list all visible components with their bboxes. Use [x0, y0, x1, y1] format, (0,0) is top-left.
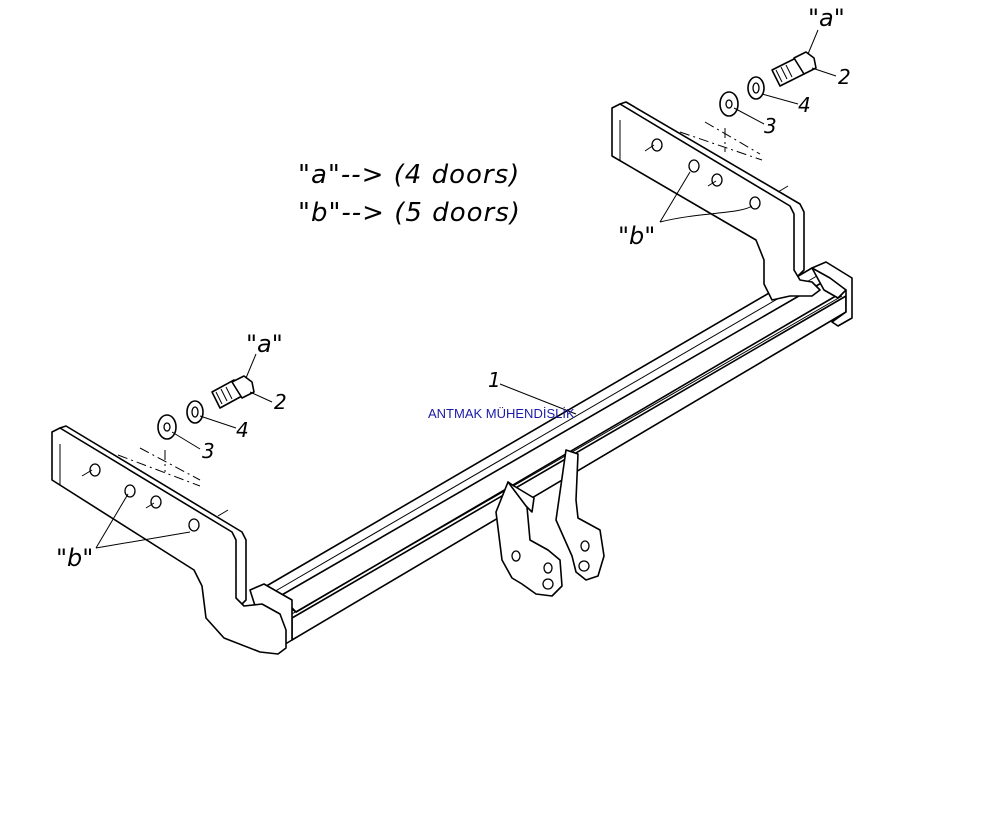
- label-b-left: "b": [56, 544, 93, 572]
- door-legend: "a"--> (4 doors) "b"--> (5 doors): [298, 160, 521, 228]
- part-3-label-right: 3: [764, 114, 777, 138]
- label-b-right: "b": [618, 222, 655, 250]
- right-fasteners: [719, 51, 817, 117]
- bolt-icon: [211, 375, 255, 409]
- part-3-label-left: 3: [202, 439, 215, 463]
- label-a-left: "a": [246, 330, 283, 358]
- company-watermark: ANTMAK MÜHENDİSLİK: [428, 406, 575, 421]
- flat-washer-icon: [157, 414, 177, 440]
- left-mounting-bracket: [51, 425, 287, 655]
- legend-line-a: "a"--> (4 doors): [298, 160, 520, 190]
- part-2-label-left: 2: [274, 390, 287, 414]
- part-1-label: 1: [488, 368, 501, 392]
- legend-line-b: "b"--> (5 doors): [298, 198, 521, 228]
- tow-hook-bracket: [495, 449, 605, 597]
- bolt-icon: [771, 51, 817, 87]
- right-mounting-bracket: [611, 101, 821, 301]
- callout-labels: 1 "a" 2 4 3 "b" "a" 2 4 3 "b": [56, 4, 851, 572]
- part-4-label-right: 4: [798, 93, 811, 117]
- lock-washer-icon: [186, 400, 204, 424]
- lock-washer-icon: [747, 76, 765, 100]
- part-4-label-left: 4: [236, 418, 249, 442]
- left-fasteners: [157, 375, 255, 440]
- leader-lines: [95, 29, 837, 549]
- part-2-label-right: 2: [838, 65, 851, 89]
- flat-washer-icon: [719, 91, 739, 117]
- label-a-right: "a": [808, 4, 845, 32]
